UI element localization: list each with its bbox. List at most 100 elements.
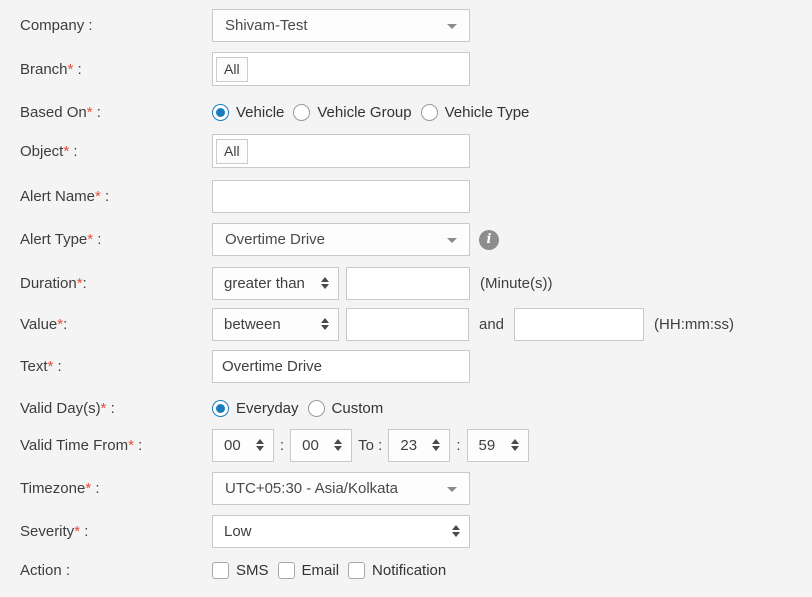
company-row: Company : Shivam-Test (0, 9, 812, 42)
required-asterisk: * (63, 142, 70, 160)
alert-type-label: Alert Type* : (20, 231, 102, 248)
value-row: Value*: between and (HH:mm:ss) (0, 307, 812, 341)
duration-operator-value: greater than (224, 274, 305, 292)
action-label: Action : (20, 561, 71, 579)
based-on-option-vehicle-label: Vehicle (236, 103, 285, 121)
timezone-row: Timezone* : UTC+05:30 - Asia/Kolkata (0, 472, 812, 505)
company-dropdown[interactable]: Shivam-Test (212, 9, 470, 42)
alert-name-input[interactable] (212, 179, 470, 213)
duration-value-input[interactable] (346, 266, 470, 300)
object-row: Object* : All (0, 134, 812, 168)
spinner-icon (334, 439, 343, 451)
alert-type-dropdown[interactable]: Overtime Drive (212, 223, 470, 256)
valid-days-option-everyday-label: Everyday (236, 399, 299, 417)
object-label: Object* : (20, 142, 78, 160)
chevron-down-icon (447, 487, 457, 492)
notification-checkbox-label: Notification (372, 561, 447, 579)
alert-type-row: Alert Type* : Overtime Drive i (0, 223, 812, 256)
based-on-row: Based On* : Vehicle Vehicle Group Vehicl… (0, 100, 812, 124)
timezone-dropdown-value: UTC+05:30 - Asia/Kolkata (225, 480, 399, 497)
spinner-icon (432, 439, 441, 451)
branch-tag-all[interactable]: All (216, 56, 248, 82)
to-minute-select[interactable]: 59 (466, 428, 529, 462)
valid-days-row: Valid Day(s)* : Everyday Custom (0, 396, 812, 420)
object-tag-input[interactable]: All (212, 134, 470, 168)
branch-row: Branch* : All (0, 52, 812, 86)
spinner-icon (510, 439, 519, 451)
severity-value: Low (224, 522, 252, 540)
valid-days-radio-everyday[interactable] (212, 399, 229, 417)
text-row: Text* : (0, 349, 812, 383)
valid-days-radio-custom[interactable] (307, 399, 325, 417)
required-asterisk: * (87, 231, 94, 248)
from-hour-select[interactable]: 00 (212, 428, 274, 462)
object-tag-all[interactable]: All (216, 138, 248, 164)
chevron-down-icon (447, 238, 457, 243)
email-checkbox[interactable] (277, 561, 295, 579)
from-hour-value: 00 (224, 436, 241, 454)
alert-type-dropdown-value: Overtime Drive (225, 231, 326, 248)
to-minute-value: 59 (478, 436, 496, 454)
alert-name-label: Alert Name* : (20, 187, 110, 205)
required-asterisk: * (86, 103, 93, 121)
required-asterisk: * (76, 274, 83, 292)
duration-operator-select[interactable]: greater than (212, 266, 339, 300)
valid-time-label: Valid Time From* : (20, 436, 143, 454)
to-hour-value: 23 (400, 436, 418, 454)
duration-label: Duration*: (20, 274, 87, 292)
sms-checkbox[interactable] (212, 561, 229, 579)
to-hour-select[interactable]: 23 (388, 428, 451, 462)
spinner-icon (321, 277, 329, 289)
to-label: To : (358, 436, 383, 454)
timezone-dropdown[interactable]: UTC+05:30 - Asia/Kolkata (212, 472, 470, 505)
info-icon[interactable]: i (479, 229, 499, 250)
required-asterisk: * (85, 480, 92, 497)
required-asterisk: * (100, 399, 107, 417)
valid-days-label: Valid Day(s)* : (20, 399, 115, 417)
time-separator: : (280, 436, 285, 454)
company-label: Company : (20, 17, 93, 34)
action-row: Action : SMS Email Notification (0, 558, 812, 582)
text-label: Text* : (20, 357, 62, 375)
spinner-icon (321, 318, 329, 330)
notification-checkbox[interactable] (348, 561, 366, 579)
based-on-radio-vehicle[interactable] (212, 103, 229, 121)
based-on-option-vehicle-group-label: Vehicle Group (317, 103, 412, 121)
valid-time-row: Valid Time From* : 00 : 00 To : 23 : 59 (0, 428, 812, 462)
value-label: Value*: (20, 315, 68, 333)
value-operator-select[interactable]: between (212, 307, 339, 341)
timezone-label: Timezone* : (20, 480, 100, 497)
severity-row: Severity* : Low (0, 514, 812, 548)
required-asterisk: * (57, 315, 64, 333)
branch-tag-input[interactable]: All (212, 52, 470, 86)
duration-row: Duration*: greater than (Minute(s)) (0, 266, 812, 300)
spinner-icon (452, 525, 460, 537)
severity-label: Severity* : (20, 522, 89, 540)
value-to-input[interactable] (514, 307, 645, 341)
from-minute-value: 00 (302, 436, 319, 454)
based-on-option-vehicle-type-label: Vehicle Type (444, 103, 530, 121)
required-asterisk: * (128, 436, 134, 454)
sms-checkbox-label: SMS (236, 561, 269, 579)
required-asterisk: * (67, 60, 74, 78)
alert-name-row: Alert Name* : (0, 179, 812, 213)
based-on-radio-vehicle-group[interactable] (293, 103, 311, 121)
text-input[interactable] (212, 349, 470, 383)
duration-unit-label: (Minute(s)) (480, 274, 553, 292)
company-dropdown-value: Shivam-Test (225, 17, 308, 34)
value-operator-value: between (224, 315, 281, 333)
based-on-label: Based On* : (20, 103, 101, 121)
time-separator: : (456, 436, 461, 454)
branch-label: Branch* : (20, 60, 82, 78)
from-minute-select[interactable]: 00 (290, 428, 353, 462)
severity-select[interactable]: Low (212, 514, 470, 548)
value-from-input[interactable] (346, 307, 469, 341)
required-asterisk: * (74, 522, 81, 540)
chevron-down-icon (447, 24, 457, 29)
required-asterisk: * (95, 187, 101, 205)
value-unit-label: (HH:mm:ss) (654, 315, 735, 333)
valid-days-option-custom-label: Custom (331, 399, 384, 417)
value-and-label: and (479, 315, 505, 333)
based-on-radio-vehicle-type[interactable] (420, 103, 438, 121)
